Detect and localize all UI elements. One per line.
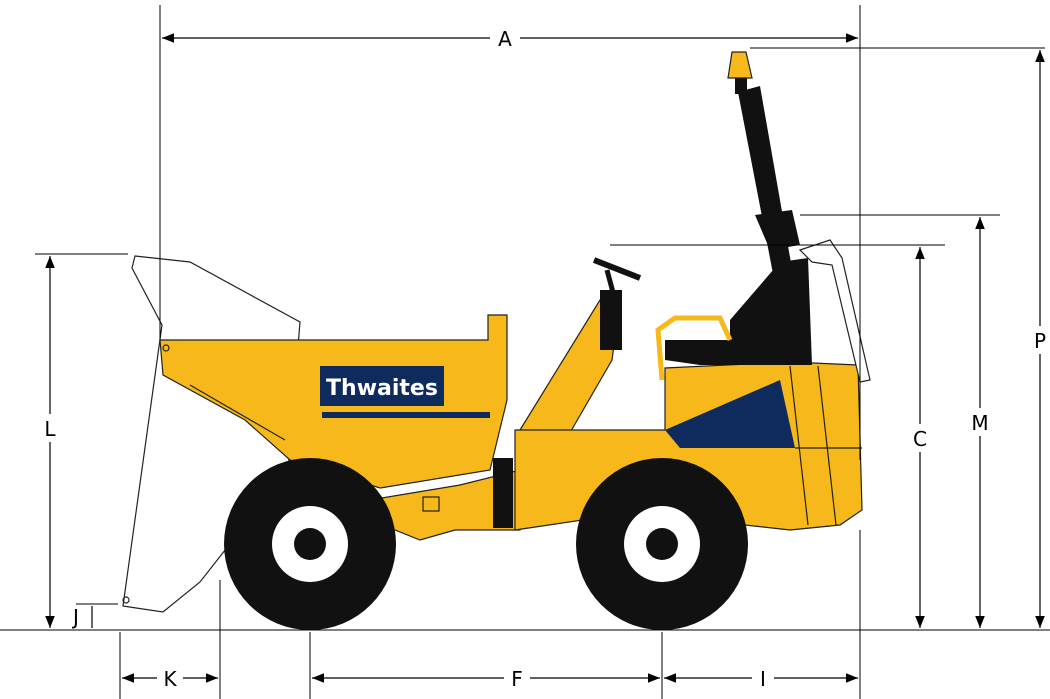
label-l: L: [44, 417, 56, 441]
label-a: A: [498, 27, 512, 51]
seat-handrail: [655, 315, 733, 381]
front-wheel: [576, 458, 748, 630]
dimension-l: L: [38, 256, 62, 628]
body-seam-2: [817, 365, 837, 526]
articulation-hitch: [493, 458, 513, 528]
label-p: P: [1034, 329, 1046, 353]
label-i: I: [760, 667, 766, 691]
skip-pivot-outline: [122, 596, 130, 604]
dimension-m: M: [966, 217, 994, 628]
beacon-light: [727, 51, 753, 79]
skip-hinge: [162, 344, 170, 352]
brand-logo-box: [320, 366, 444, 406]
dimension-i: I: [664, 665, 858, 691]
engine-side-panel: [665, 380, 795, 448]
body-seam-1: [789, 365, 809, 526]
brand-logo-text: Thwaites: [326, 376, 438, 401]
label-f: F: [511, 667, 523, 691]
dimension-c: C: [908, 247, 932, 628]
rops-folded-section: [798, 239, 871, 383]
label-m: M: [971, 411, 988, 435]
dimension-a: A: [162, 26, 858, 51]
label-c: C: [913, 427, 927, 451]
dimension-j: J: [71, 605, 93, 629]
raised-skip-outline: [122, 255, 301, 613]
skip-crease: [189, 384, 286, 441]
steering-column-guard: [600, 290, 622, 350]
dimension-f: F: [312, 665, 660, 691]
dimension-k: K: [122, 665, 218, 691]
rear-wheel: [224, 458, 396, 630]
steering-wheel: [592, 257, 642, 281]
rops-joint: [755, 210, 800, 250]
label-k: K: [163, 667, 177, 691]
dimension-p: P: [1028, 50, 1050, 628]
dumper-vehicle: Thwaites: [122, 51, 871, 630]
skip-stripe: [322, 412, 490, 418]
chassis-plate: [422, 496, 440, 512]
label-j: J: [71, 605, 79, 629]
steering-shaft: [604, 269, 618, 301]
